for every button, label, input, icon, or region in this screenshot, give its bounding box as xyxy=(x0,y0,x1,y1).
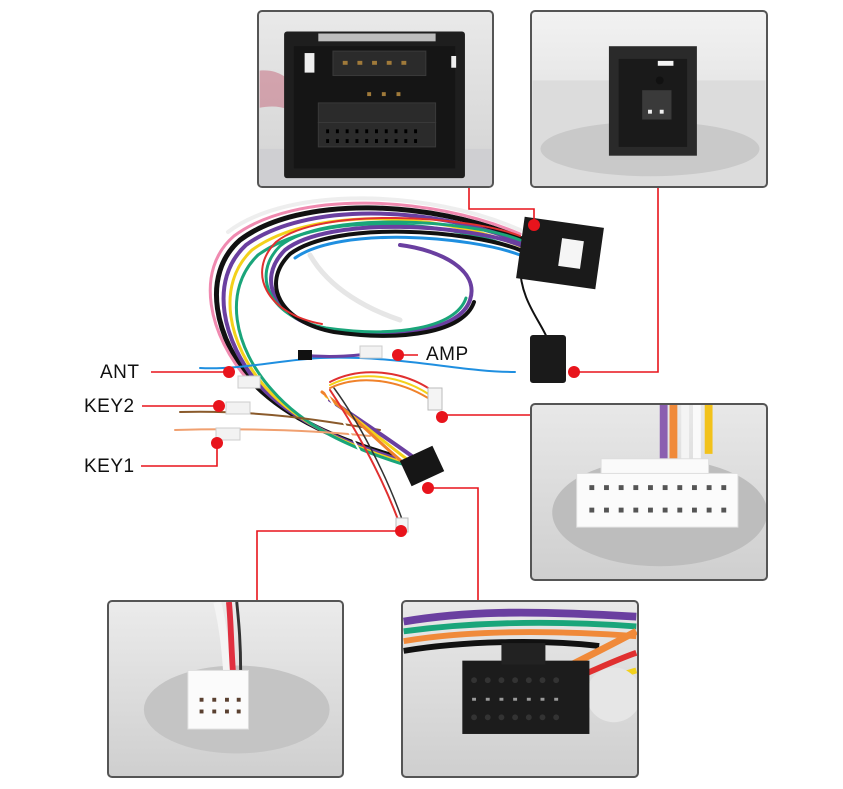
callout-line-small xyxy=(574,187,659,373)
callout-dot-main xyxy=(528,219,540,231)
antenna-tag xyxy=(237,375,261,389)
amp-tag xyxy=(359,345,383,359)
callout-dot-ant xyxy=(223,366,235,378)
callout-dot-small xyxy=(568,366,580,378)
callout-dots xyxy=(211,219,580,537)
callout-line-key1 xyxy=(141,443,218,467)
wire-bundle xyxy=(174,196,549,526)
label-ant: ANT xyxy=(100,362,140,383)
callout-line-8pin xyxy=(256,530,401,600)
white-8pin-connector-icon xyxy=(143,602,330,754)
callout-dot-20pin xyxy=(436,411,448,423)
photo-small-black-connector xyxy=(530,10,768,188)
callout-dot-8pin xyxy=(395,525,407,537)
label-key1: KEY1 xyxy=(84,456,135,477)
callout-dot-amp xyxy=(392,349,404,361)
photo-main-harness-connector xyxy=(257,10,494,188)
key1-tag xyxy=(215,427,241,441)
callout-line-16pin xyxy=(428,487,479,600)
callout-lines xyxy=(141,187,659,600)
small-connector-body xyxy=(530,335,566,383)
main-connector-window xyxy=(558,238,584,269)
black-16pin-connector-icon xyxy=(403,608,637,734)
key2-tag xyxy=(225,401,251,415)
callout-line-main xyxy=(468,187,535,225)
label-key2: KEY2 xyxy=(84,396,135,417)
white-20pin-plug xyxy=(427,387,443,411)
callout-dot-16pin xyxy=(422,482,434,494)
callout-dot-key2 xyxy=(213,400,225,412)
label-amp: AMP xyxy=(426,344,469,365)
black-multipin-connector-icon xyxy=(259,31,492,186)
amp-plug xyxy=(298,350,312,360)
black-small-connector-icon xyxy=(532,46,766,186)
photo-white-8pin-connector xyxy=(107,600,344,778)
black-16pin-plug xyxy=(399,445,445,487)
connector-shapes xyxy=(215,216,604,533)
photo-black-16pin-connector xyxy=(401,600,639,778)
white-20pin-connector-icon xyxy=(552,405,766,567)
photo-white-20pin-connector xyxy=(530,403,768,581)
callout-dot-key1 xyxy=(211,437,223,449)
